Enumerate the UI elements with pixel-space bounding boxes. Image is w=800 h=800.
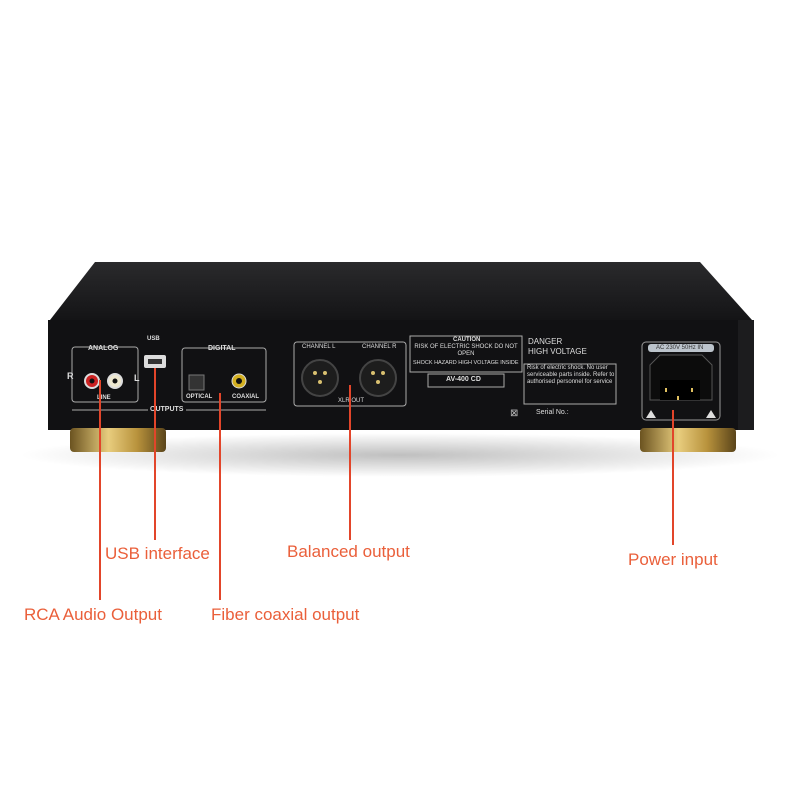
- caution-label-box: [409, 335, 523, 373]
- outputs-label: OUTPUTS: [150, 406, 184, 413]
- rear-panel: [48, 320, 754, 430]
- channel-r-label: CHANNEL R: [362, 344, 397, 350]
- power-input-label: Power input: [628, 550, 718, 569]
- line-label: LINE: [97, 395, 111, 401]
- usb-callout-line: [154, 368, 156, 540]
- caution-subtext: RISK OF ELECTRIC SHOCK DO NOT OPEN: [414, 344, 518, 357]
- danger-label: DANGER: [528, 337, 563, 346]
- rca-callout-line: [99, 380, 101, 600]
- l-label: L: [134, 373, 140, 383]
- usb-interface-label: USB interface: [105, 544, 210, 563]
- top-cover: [50, 262, 752, 320]
- r-label: R: [67, 371, 74, 381]
- high-voltage-label: HIGH VOLTAGE: [528, 347, 587, 356]
- xlr-out-label: XLR OUT: [338, 398, 365, 404]
- xlr-right-connector: [359, 359, 397, 397]
- optical-label: OPTICAL: [186, 394, 213, 400]
- fiber-callout-line: [219, 393, 221, 600]
- warning-text: Risk of electric shock. No user servicea…: [527, 365, 615, 385]
- digital-label: DIGITAL: [208, 345, 236, 352]
- xlr-left-connector: [301, 359, 339, 397]
- foot-left: [70, 428, 166, 452]
- analog-label: ANALOG: [88, 345, 119, 352]
- caution-label: CAUTION: [453, 337, 481, 343]
- weee-icon: ⊠: [510, 408, 518, 419]
- balanced-callout-line: [349, 385, 351, 540]
- rca-output-label: RCA Audio Output: [24, 605, 162, 624]
- shock-hazard-text: SHOCK HAZARD HIGH VOLTAGE INSIDE: [413, 360, 519, 366]
- model-label-box: [427, 373, 505, 388]
- model-label: AV-400 CD: [446, 376, 481, 383]
- balanced-output-label: Balanced output: [287, 542, 410, 561]
- channel-l-label: CHANNEL L: [302, 344, 336, 350]
- serial-label: Serial No.:: [536, 409, 569, 416]
- power-callout-line: [672, 410, 674, 545]
- coaxial-label: COAXIAL: [232, 394, 259, 400]
- foot-right: [640, 428, 736, 452]
- warning-box: [523, 363, 617, 405]
- usb-label: USB: [147, 336, 160, 342]
- ac-rating-label: AC 230V 50Hz IN: [656, 345, 704, 351]
- fiber-coaxial-label: Fiber coaxial output: [211, 605, 360, 624]
- optical-port: [188, 374, 205, 391]
